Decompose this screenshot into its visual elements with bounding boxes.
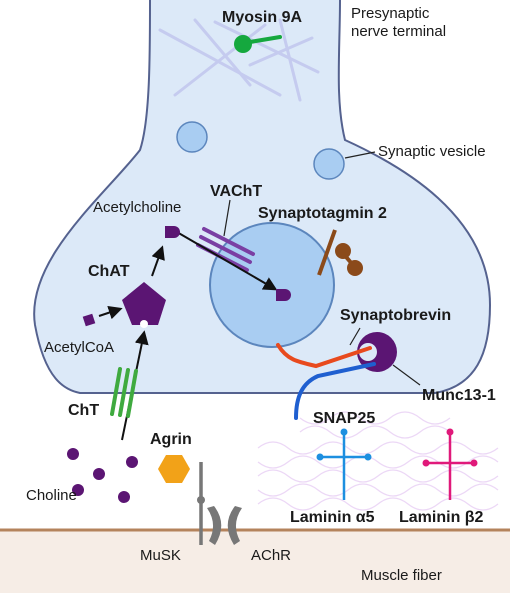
label-muscle-fiber: Muscle fiber	[361, 567, 442, 584]
acetylcoa-arrow	[98, 305, 123, 320]
label-presynaptic-2: nerve terminal	[351, 23, 446, 40]
label-snap25: SNAP25	[313, 410, 375, 427]
chat-product-arrow	[151, 245, 165, 277]
laminin-b2	[426, 432, 474, 500]
synaptic-vesicle-pointer	[344, 151, 376, 159]
label-myosin: Myosin 9A	[222, 9, 302, 26]
label-cht: ChT	[68, 402, 99, 419]
synaptobrevin-pointer	[349, 327, 361, 346]
label-synaptobrevin: Synaptobrevin	[340, 307, 451, 324]
label-agrin: Agrin	[150, 431, 192, 448]
synaptobrevin	[276, 343, 372, 369]
label-laminin-b2: Laminin β2	[399, 509, 484, 526]
label-synaptotagmin: Synaptotagmin 2	[258, 205, 387, 222]
snap25	[294, 362, 376, 420]
munc13-pointer	[392, 364, 421, 386]
munc13-1	[357, 332, 397, 372]
synaptic-vesicle-small-1	[176, 121, 208, 153]
cht-transporter	[110, 367, 138, 418]
chat-binding-site	[140, 320, 148, 328]
label-acetylcholine: Acetylcholine	[93, 199, 181, 216]
vacht-pointer	[223, 199, 231, 237]
acetylcholine-in-vesicle	[276, 289, 291, 301]
choline-molecules	[67, 448, 138, 503]
chat-enzyme	[122, 282, 166, 325]
acetylcholine-molecule	[165, 226, 180, 238]
label-acetylcoa: AcetylCoA	[44, 339, 114, 356]
label-choline: Choline	[26, 487, 77, 504]
achr-receptor	[207, 506, 242, 545]
label-chat: ChAT	[88, 263, 130, 280]
myosin-9a	[234, 35, 282, 53]
ach-transport-arrow	[169, 227, 278, 291]
synaptic-vesicle-small-2	[313, 148, 345, 180]
label-presynaptic-1: Presynaptic	[351, 5, 430, 22]
label-musk: MuSK	[140, 547, 181, 564]
laminin-a5	[320, 432, 368, 500]
presynaptic-membrane	[33, 0, 492, 394]
laminin-matrix	[257, 411, 499, 511]
label-munc13: Munc13-1	[422, 387, 496, 404]
muscle-fiber-region	[0, 530, 510, 593]
acetylcoa-molecule	[82, 313, 96, 327]
synaptotagmin-2	[317, 229, 363, 276]
actin-filaments	[158, 18, 320, 102]
agrin-protein	[158, 455, 190, 483]
label-laminin-a5: Laminin α5	[290, 509, 375, 526]
laminin-a5-ends	[316, 428, 372, 461]
laminin-b2-ends	[422, 428, 478, 467]
label-achr: AChR	[251, 547, 291, 564]
label-synaptic-vesicle: Synaptic vesicle	[378, 143, 486, 160]
musk-receptor	[197, 462, 205, 545]
label-vacht: VAChT	[210, 183, 262, 200]
